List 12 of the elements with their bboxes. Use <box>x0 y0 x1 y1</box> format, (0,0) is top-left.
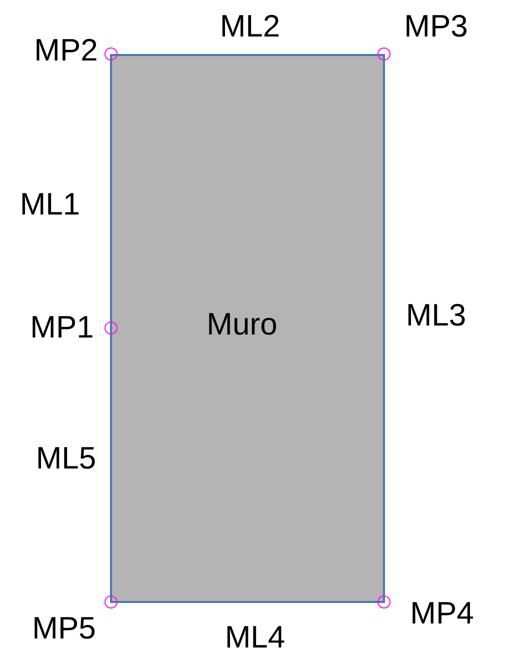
wall-label: Muro <box>206 308 278 340</box>
wall-rectangle <box>110 54 385 603</box>
point-label: MP2 <box>34 34 98 66</box>
point-label: MP5 <box>32 612 96 644</box>
point-label: MP1 <box>30 312 94 342</box>
point-label: MP4 <box>410 598 474 628</box>
line-label: ML1 <box>20 188 80 220</box>
line-label: ML2 <box>220 10 280 42</box>
line-label: ML4 <box>224 622 286 652</box>
line-label: ML5 <box>36 442 96 474</box>
point-label: MP3 <box>404 10 468 42</box>
line-label: ML3 <box>406 300 466 330</box>
